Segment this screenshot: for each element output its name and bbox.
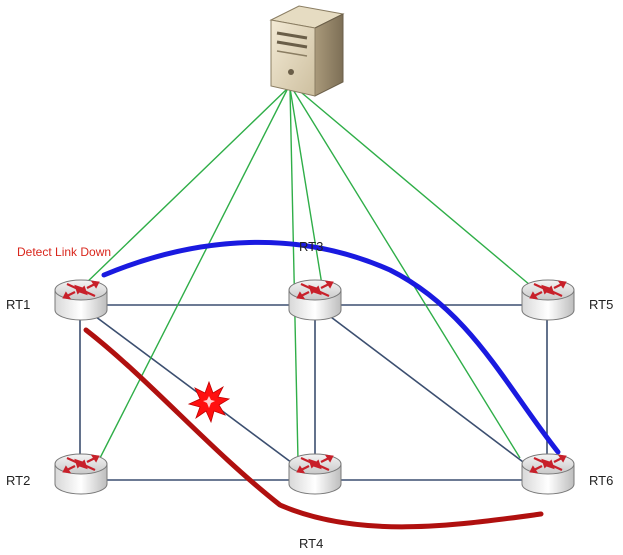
router-label-rt5: RT5: [589, 297, 613, 312]
control-link-rt1: [81, 87, 289, 288]
link-rt3-rt6: [314, 304, 548, 481]
router-rt3: RT3: [287, 239, 343, 322]
router-rt2: RT2: [6, 452, 109, 496]
control-link-rt5: [295, 87, 531, 286]
router-icon: [53, 452, 109, 496]
server-icon: [269, 5, 345, 97]
link-failure-icon: [187, 380, 231, 424]
router-label-rt4: RT4: [299, 536, 323, 551]
control-link-rt3: [289, 87, 323, 286]
physical-links: [79, 304, 548, 481]
router-rt5: RT5: [520, 278, 613, 322]
control-links: [81, 87, 531, 461]
router-icon: [53, 278, 109, 322]
router-label-rt3: RT3: [299, 239, 323, 254]
control-link-rt6: [291, 87, 521, 459]
link-down-annotation: Detect Link Down: [17, 245, 111, 259]
router-rt6: RT6: [520, 452, 613, 496]
router-icon: [520, 278, 576, 322]
router-rt4: RT4: [287, 452, 343, 551]
router-rt1: RT1: [6, 278, 109, 322]
control-link-rt4: [289, 87, 299, 461]
router-icon: [520, 452, 576, 496]
router-label-rt2: RT2: [6, 473, 30, 488]
router-label-rt6: RT6: [589, 473, 613, 488]
control-link-rt2: [99, 87, 289, 459]
router-icon: [287, 452, 343, 496]
backup-path: [83, 327, 544, 530]
router-label-rt1: RT1: [6, 297, 30, 312]
router-icon: [287, 278, 343, 322]
primary-path: [101, 239, 561, 455]
